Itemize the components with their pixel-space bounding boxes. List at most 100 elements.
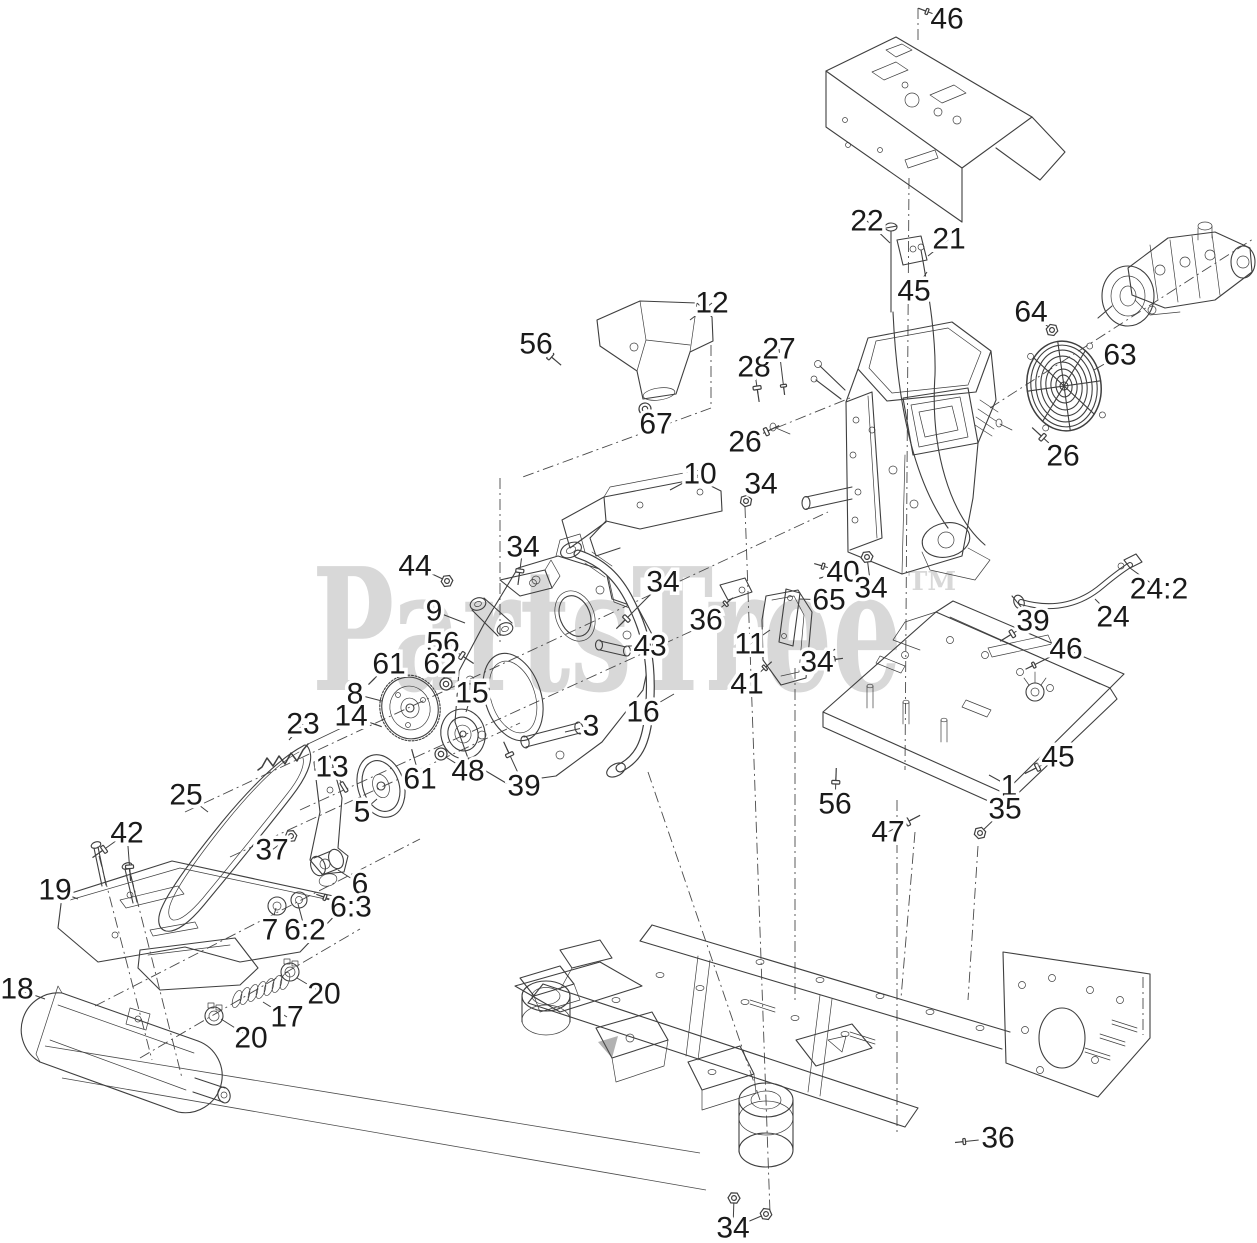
boltside-glyph	[503, 741, 515, 759]
callout-46: 46	[930, 3, 963, 36]
nut-glyph	[860, 551, 874, 563]
leader-line	[288, 723, 304, 741]
leader-line	[297, 903, 306, 931]
mount-plate	[822, 600, 1125, 809]
leader-line	[564, 725, 592, 733]
callout-17: 17	[270, 1001, 303, 1034]
leader-line	[669, 473, 701, 491]
callout-34: 34	[800, 646, 833, 679]
boltside-glyph	[831, 767, 841, 785]
callout-39: 39	[1016, 605, 1049, 638]
leader-line	[642, 693, 675, 713]
boltside-glyph	[92, 844, 109, 859]
boltside-glyph	[615, 614, 631, 630]
shield-11	[761, 589, 813, 686]
nut-glyph	[739, 494, 753, 508]
callout-8: 8	[347, 678, 364, 711]
screw-glyph	[814, 562, 826, 570]
fan-screen	[1026, 340, 1106, 432]
screw-glyph	[954, 1137, 967, 1146]
callout-14: 14	[334, 700, 367, 733]
callout-24:2: 24:2	[1130, 573, 1188, 606]
callout-28: 28	[737, 351, 770, 384]
leader-line	[465, 692, 473, 713]
callout-3: 3	[583, 710, 600, 743]
boltside-glyph	[124, 864, 135, 882]
boltside-glyph	[752, 385, 762, 403]
callout-34: 34	[854, 572, 887, 605]
callout-10: 10	[683, 458, 716, 491]
callout-47: 47	[871, 816, 904, 849]
leader-line	[1029, 648, 1067, 668]
callout-20: 20	[307, 978, 340, 1011]
callout-9: 9	[426, 595, 443, 628]
callout-11: 11	[734, 628, 765, 661]
callout-16: 16	[626, 696, 659, 729]
callout-37: 37	[255, 834, 288, 867]
leader-line	[927, 238, 950, 257]
bracket-36	[719, 577, 753, 601]
callout-25: 25	[169, 779, 202, 812]
callout-20: 20	[234, 1022, 267, 1055]
leader-line	[798, 598, 830, 601]
callout-56: 56	[818, 788, 851, 821]
leader-line	[354, 693, 383, 702]
callout-36: 36	[981, 1122, 1014, 1155]
callout-27: 27	[762, 333, 795, 366]
callout-13: 13	[315, 751, 348, 784]
exhaust-elbow	[596, 300, 714, 401]
screw-glyph	[918, 7, 930, 16]
leader-line	[732, 1213, 767, 1229]
watermark-tm: TM	[908, 567, 956, 597]
leader-line	[361, 798, 378, 813]
leader-line	[296, 977, 325, 995]
nut-glyph	[284, 829, 298, 843]
callout-45: 45	[1041, 741, 1074, 774]
boltside-glyph	[1031, 427, 1047, 442]
callout-61: 61	[372, 648, 405, 681]
clamp-20-right	[280, 958, 300, 982]
engine	[769, 321, 1013, 581]
nut-glyph	[1045, 323, 1059, 337]
pulley-15	[440, 708, 486, 760]
callout-26: 26	[728, 426, 761, 459]
standoff-43	[594, 639, 632, 657]
callout-34: 34	[506, 531, 539, 564]
key-glyph	[339, 781, 349, 793]
callout-7: 7	[262, 914, 279, 947]
screw-glyph	[316, 893, 328, 902]
callout-56: 56	[426, 627, 459, 660]
callout-43: 43	[633, 630, 666, 663]
leader-line	[749, 629, 771, 645]
top-bracket-panel	[825, 36, 1066, 223]
leader-line	[1129, 567, 1160, 590]
callout-46: 46	[1049, 633, 1082, 666]
screw-glyph	[779, 383, 788, 396]
nut-glyph	[727, 1192, 741, 1204]
washer-glyph	[638, 402, 652, 416]
leader-line	[1094, 598, 1114, 618]
callout-39: 39	[507, 770, 540, 803]
leader-line	[16, 988, 46, 1000]
callout-61: 61	[403, 763, 436, 796]
callout-6:3: 6:3	[330, 891, 372, 924]
pulley-5	[356, 754, 406, 818]
callout-36: 36	[689, 604, 722, 637]
leader-line	[337, 869, 361, 885]
hose-24	[1011, 553, 1143, 610]
leader-line	[689, 302, 713, 321]
flex-pipe-17	[231, 972, 291, 1008]
leader-line	[220, 1018, 252, 1039]
boltside-glyph	[1024, 762, 1042, 775]
callout-45: 45	[897, 275, 930, 308]
clamp-20-left	[204, 1002, 224, 1026]
leader-line	[988, 774, 1010, 787]
chassis-frame	[514, 924, 1151, 1168]
nut-glyph	[759, 1207, 773, 1221]
leader-line	[979, 808, 1006, 834]
callout-5: 5	[354, 796, 371, 829]
boltside-glyph	[457, 651, 474, 664]
screw-glyph	[824, 648, 836, 658]
